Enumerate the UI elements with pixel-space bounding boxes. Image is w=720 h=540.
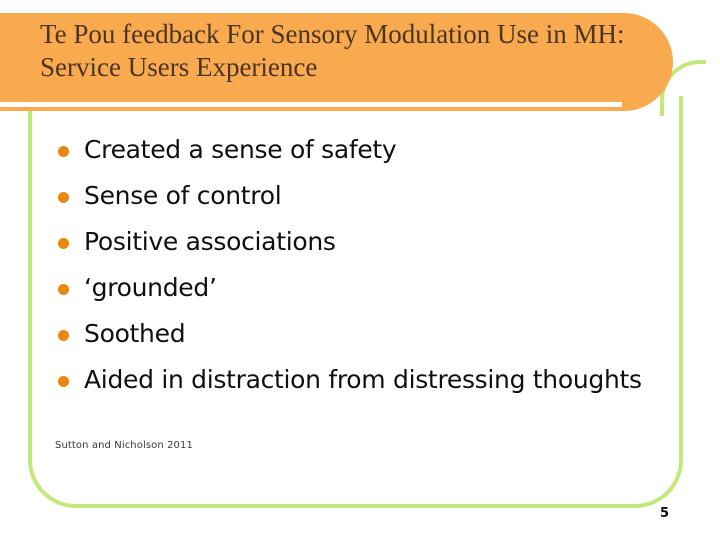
list-item: ‘grounded’ [58, 271, 658, 305]
list-item-label: Created a sense of safety [84, 135, 397, 164]
bullet-dot-icon [58, 238, 69, 249]
list-item: Aided in distraction from distressing th… [58, 363, 658, 397]
title-banner [0, 13, 673, 111]
list-item-label: Sense of control [84, 181, 282, 210]
bullet-dot-icon [58, 330, 69, 341]
bullet-dot-icon [58, 146, 69, 157]
list-item-label: ‘grounded’ [84, 273, 217, 302]
citation-text: Sutton and Nicholson 2011 [55, 440, 193, 451]
list-item: Sense of control [58, 179, 658, 213]
list-item: Positive associations [58, 225, 658, 259]
page-number: 5 [660, 506, 670, 521]
title-underline-rule [0, 102, 622, 107]
slide-title: Te Pou feedback For Sensory Modulation U… [40, 19, 639, 82]
bullet-dot-icon [58, 284, 69, 295]
list-item-label: Aided in distraction from distressing th… [84, 365, 642, 394]
list-item: Soothed [58, 317, 658, 351]
list-item: Created a sense of safety [58, 133, 658, 167]
bullet-dot-icon [58, 376, 69, 387]
list-item-label: Soothed [84, 319, 186, 348]
bullet-dot-icon [58, 192, 69, 203]
list-item-label: Positive associations [84, 227, 336, 256]
bullet-list: Created a sense of safety Sense of contr… [58, 133, 658, 409]
